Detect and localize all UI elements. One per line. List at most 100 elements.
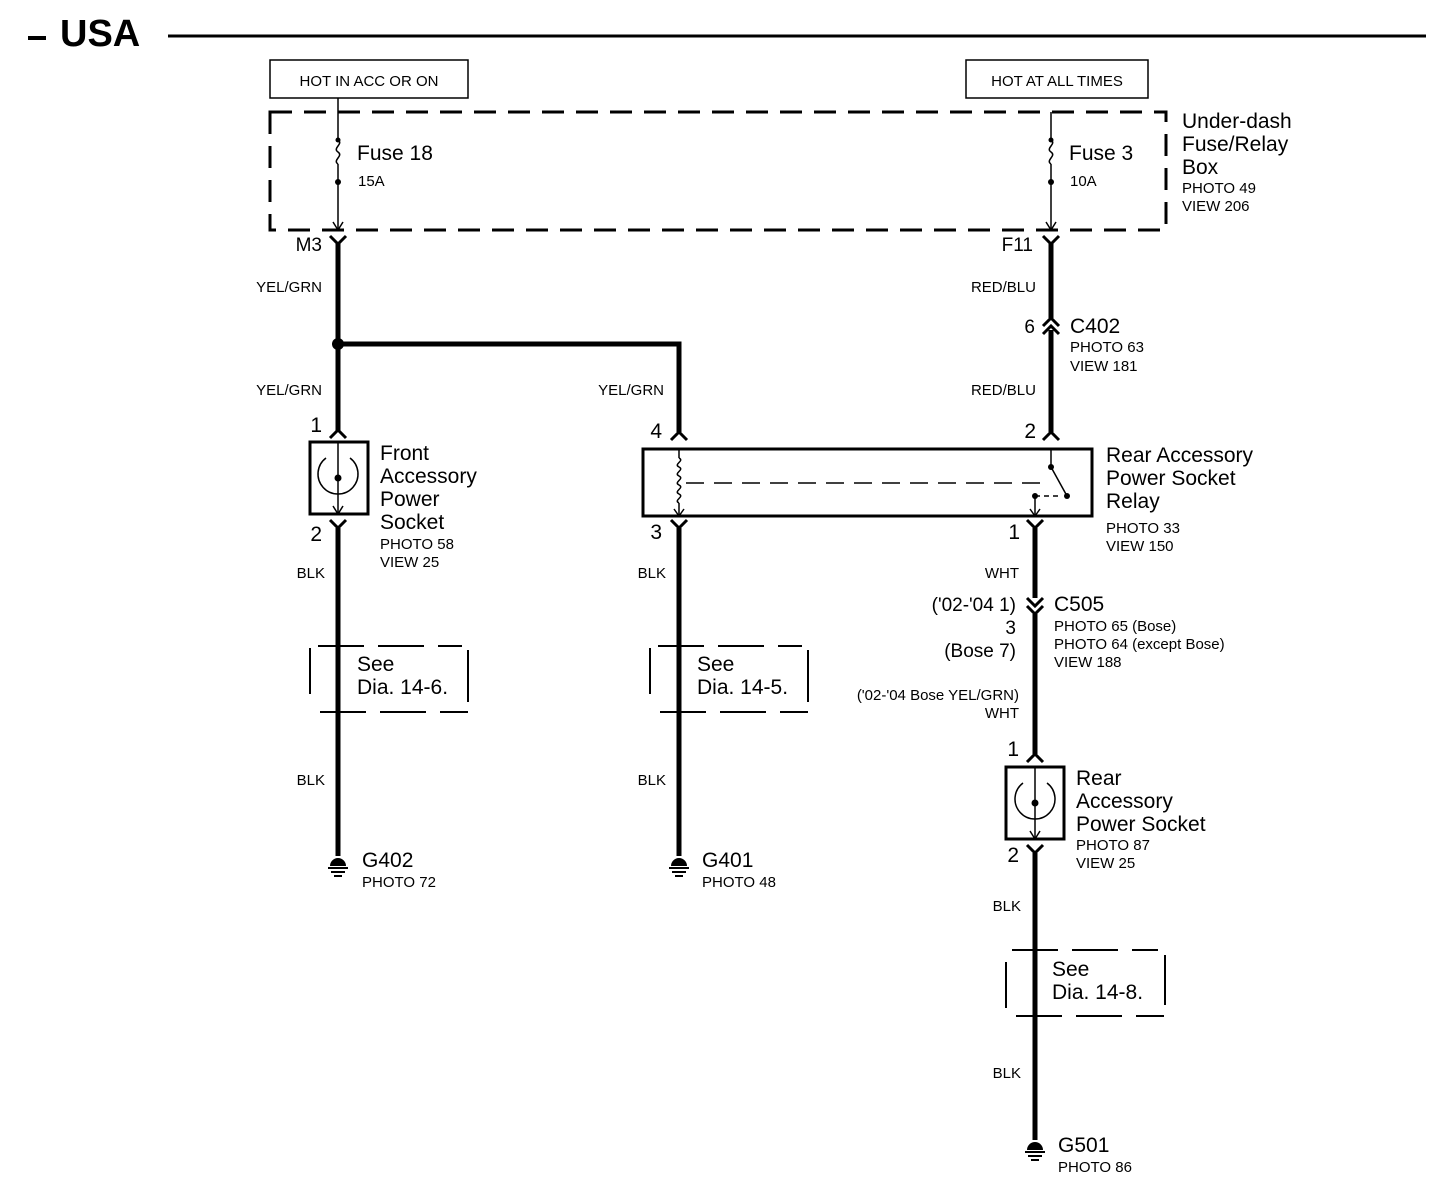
rear-socket-photo: PHOTO 87 (1076, 837, 1150, 854)
c505-connector-top (1025, 596, 1045, 609)
rear-socket-name-1: Rear (1076, 767, 1122, 790)
c402-photo: PHOTO 63 (1070, 339, 1144, 356)
front-socket-pin-1-terminal (328, 427, 348, 440)
wire-label-blk-front-2: BLK (297, 772, 325, 789)
ref-rear-dia: Dia. 14-8. (1052, 981, 1143, 1004)
fuse-3-name: Fuse 3 (1069, 142, 1133, 165)
front-socket-view: VIEW 25 (380, 554, 439, 571)
relay-switch (1029, 449, 1070, 518)
relay-pin-1-terminal (1025, 518, 1045, 531)
c505-pin: 3 (1005, 618, 1016, 639)
hot-always-box (965, 59, 1149, 99)
ground-g501-icon (1025, 1142, 1045, 1161)
fusebox-photo: PHOTO 49 (1182, 180, 1256, 197)
c505-view: VIEW 188 (1054, 654, 1122, 671)
front-socket-pin-2-terminal (328, 518, 348, 531)
front-socket-photo: PHOTO 58 (380, 536, 454, 553)
wire-label-red-blu-1: RED/BLU (971, 279, 1036, 296)
c402-connector-bottom (1041, 323, 1061, 336)
rear-socket-name-2: Accessory (1076, 790, 1173, 813)
front-socket-name-3: Power (380, 488, 440, 511)
wire-label-blk-front-1: BLK (297, 565, 325, 582)
ground-g402-photo: PHOTO 72 (362, 874, 436, 891)
rear-socket-icon (1014, 767, 1056, 841)
hot-always-label: HOT AT ALL TIMES (991, 73, 1123, 90)
front-socket-pin-2: 2 (310, 523, 322, 546)
wire-label-blk-mid-2: BLK (638, 772, 666, 789)
relay-pin-4-terminal (669, 429, 689, 442)
c402-pin: 6 (1024, 317, 1035, 338)
c402-connector-top (1041, 315, 1061, 328)
ground-g402-name: G402 (362, 849, 413, 872)
m3-label: M3 (296, 235, 322, 256)
ground-g401-photo: PHOTO 48 (702, 874, 776, 891)
relay-view: VIEW 150 (1106, 538, 1174, 555)
relay-photo: PHOTO 33 (1106, 520, 1180, 537)
wire-label-yel-grn-2: YEL/GRN (256, 382, 322, 399)
hot-acc-box (269, 59, 469, 99)
ref-mid-dia: Dia. 14-5. (697, 676, 788, 699)
ref-box-rear (1005, 949, 1166, 1017)
hot-acc-label: HOT IN ACC OR ON (300, 73, 439, 90)
wire-label-yel-grn-1: YEL/GRN (256, 279, 322, 296)
fusebox-name-2: Fuse/Relay (1182, 133, 1289, 156)
c402-name: C402 (1070, 315, 1120, 338)
rear-socket-view: VIEW 25 (1076, 855, 1135, 872)
fuse-3-rating: 10A (1070, 173, 1097, 190)
front-socket-icon (317, 442, 359, 516)
ground-g401-icon (669, 858, 689, 877)
fuse-18-rating: 15A (358, 173, 385, 190)
relay-pin-2: 2 (1024, 420, 1036, 443)
ref-rear-see: See (1052, 958, 1089, 981)
ref-box-mid (649, 645, 809, 713)
ground-g501-name: G501 (1058, 1134, 1109, 1157)
diagram-title: USA (60, 13, 140, 55)
f11-label: F11 (1002, 235, 1033, 256)
c505-photo-2: PHOTO 64 (except Bose) (1054, 636, 1225, 653)
fuse-18-name: Fuse 18 (357, 142, 433, 165)
relay-name-1: Rear Accessory (1106, 444, 1254, 467)
relay-name-3: Relay (1106, 490, 1160, 513)
rear-socket-pin-2-terminal (1025, 843, 1045, 856)
ref-box-front (309, 645, 469, 713)
ground-g401-name: G401 (702, 849, 753, 872)
relay-name-2: Power Socket (1106, 467, 1236, 490)
fuse-3 (1045, 112, 1057, 232)
relay-pin-2-terminal (1041, 429, 1061, 442)
c402-view: VIEW 181 (1070, 358, 1138, 375)
wire-label-wht-1: WHT (985, 565, 1019, 582)
ref-mid-see: See (697, 653, 734, 676)
wire-label-blk-rear-1: BLK (993, 898, 1021, 915)
front-socket-name-1: Front (380, 442, 429, 465)
c505-pin-note-1: ('02-'04 1) (932, 595, 1016, 616)
relay-pin-3-terminal (669, 518, 689, 531)
rear-socket-pin-1: 1 (1007, 738, 1019, 761)
rear-socket-pin-1-terminal (1025, 751, 1045, 764)
c505-photo-1: PHOTO 65 (Bose) (1054, 618, 1176, 635)
front-socket-name-2: Accessory (380, 465, 477, 488)
ground-g501-photo: PHOTO 86 (1058, 1159, 1132, 1176)
fusebox-name-3: Box (1182, 156, 1219, 179)
wire-label-yel-grn-3: YEL/GRN (598, 382, 664, 399)
front-socket-name-4: Socket (380, 511, 444, 534)
front-socket-pin-1: 1 (310, 414, 322, 437)
wire-yel-grn-relay (338, 341, 682, 432)
rear-socket-name-3: Power Socket (1076, 813, 1206, 836)
relay-pin-3: 3 (650, 521, 662, 544)
ref-front-see: See (357, 653, 394, 676)
c505-name: C505 (1054, 593, 1104, 616)
fuse-18 (332, 98, 344, 232)
fusebox-view: VIEW 206 (1182, 198, 1250, 215)
wire-label-red-blu-2: RED/BLU (971, 382, 1036, 399)
c505-pin-note-2: (Bose 7) (944, 641, 1016, 662)
wire-label-bose-note: ('02-'04 Bose YEL/GRN) (857, 687, 1019, 704)
ground-g402-icon (328, 858, 348, 877)
relay-coil (673, 449, 685, 518)
fuse-relay-box-outline (268, 110, 1168, 232)
wire-label-blk-rear-2: BLK (993, 1065, 1021, 1082)
wire-label-wht-2: WHT (985, 705, 1019, 722)
relay-pin-4: 4 (650, 420, 662, 443)
rear-socket-pin-2: 2 (1007, 844, 1019, 867)
relay-pin-1: 1 (1008, 521, 1020, 544)
wire-label-blk-mid-1: BLK (638, 565, 666, 582)
